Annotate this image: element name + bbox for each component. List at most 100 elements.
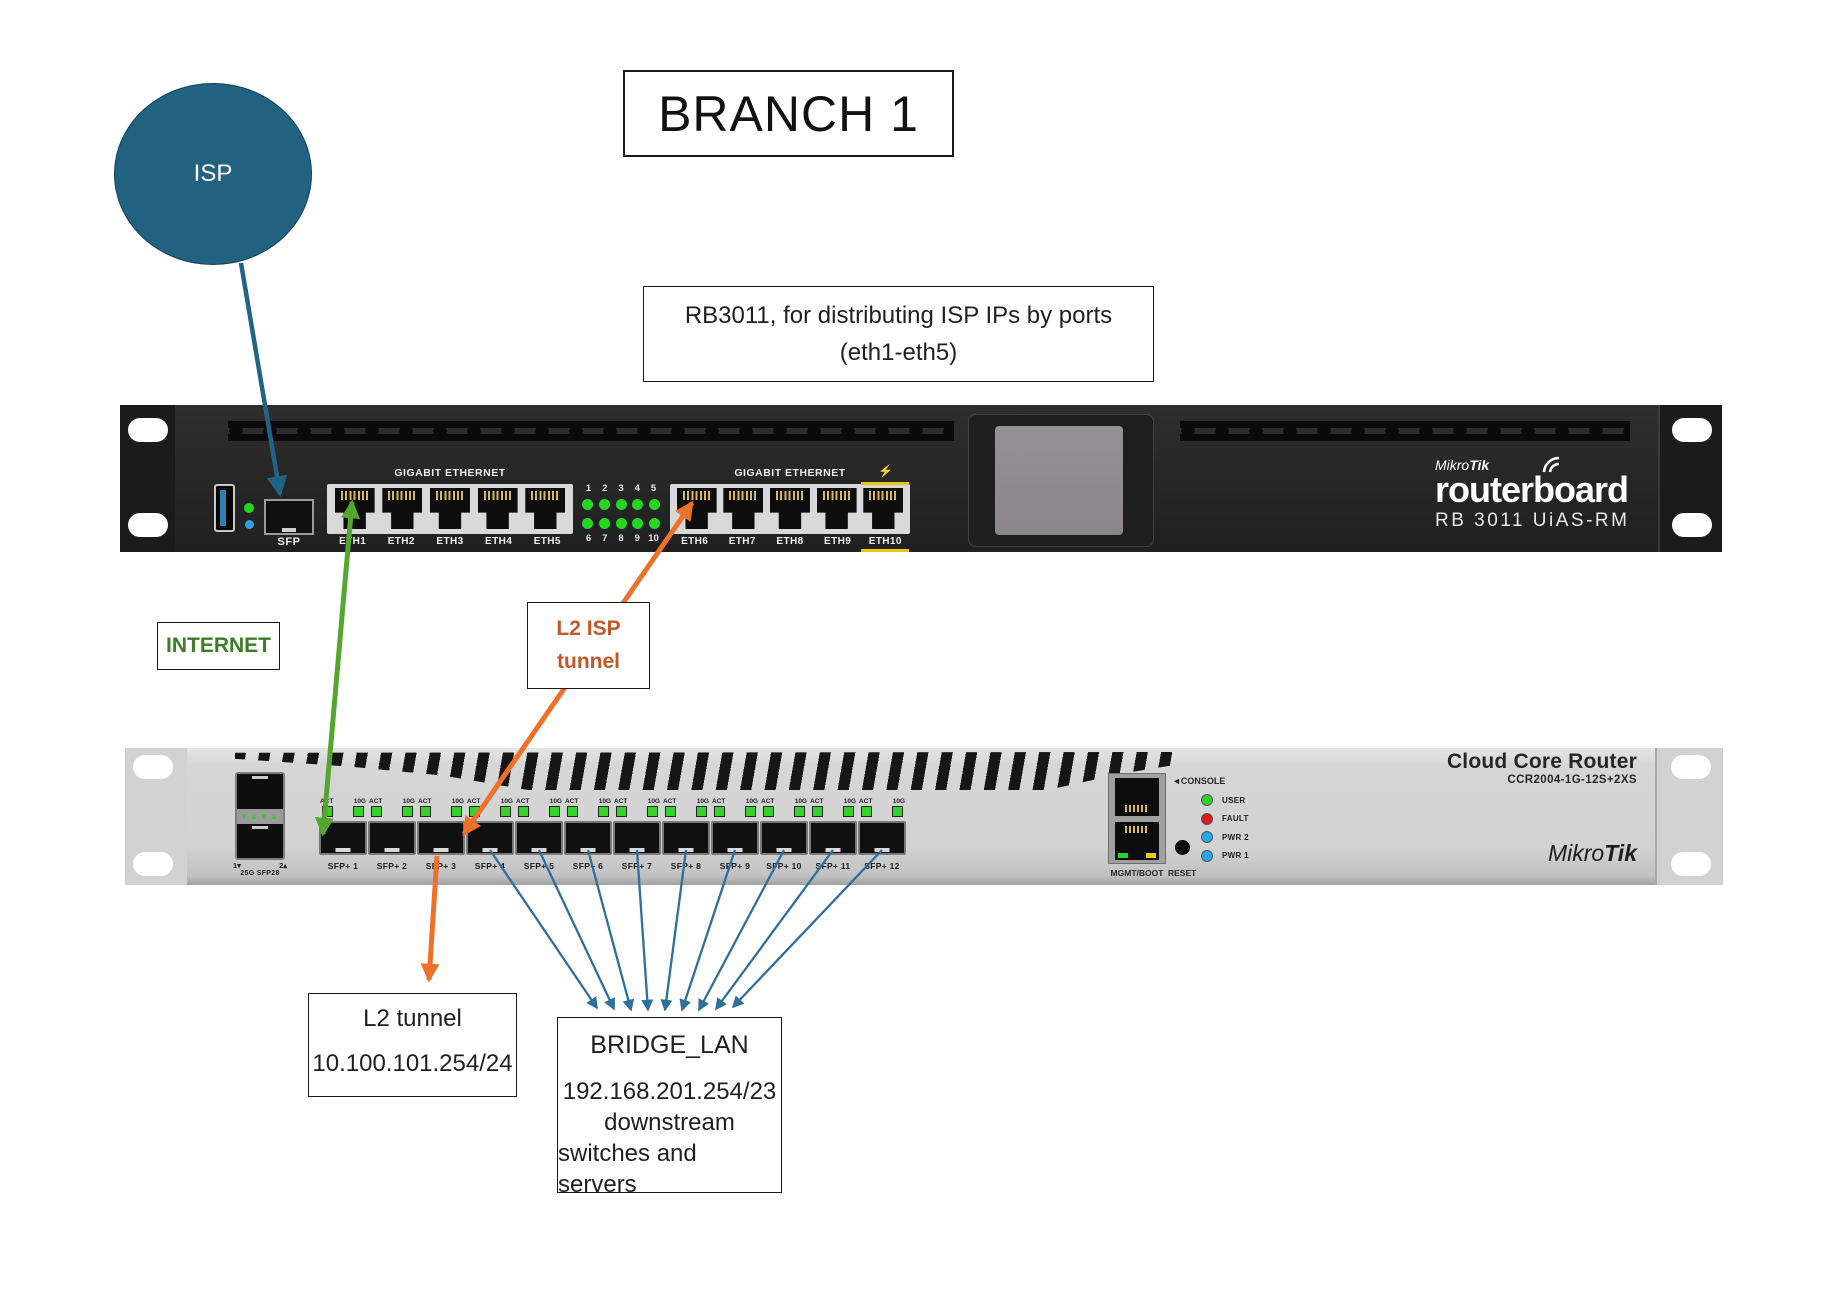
sfp28-port-1 <box>237 774 283 809</box>
routerboard-logo: routerboard <box>1435 469 1629 510</box>
sfp-port <box>264 499 314 535</box>
l2-isp-tunnel-label-box[interactable]: L2 ISP tunnel <box>527 602 650 689</box>
eth6-10-port-block <box>670 484 910 534</box>
status-led-blue <box>245 520 254 529</box>
note-line-2: (eth1-eth5) <box>839 338 958 366</box>
rb3011-note-box[interactable]: RB3011, for distributing ISP IPs by port… <box>643 286 1154 382</box>
note-line-1: RB3011, for distributing ISP IPs by port… <box>684 301 1113 329</box>
sfp9-to-bridge-arrow[interactable] <box>679 849 737 1012</box>
fault-led <box>1201 812 1213 825</box>
rack-hole <box>133 852 173 876</box>
mikrotik-logo: MikroTik <box>1435 457 1490 473</box>
mgmt-boot-label: MGMT/BOOT <box>1110 868 1164 878</box>
reset-label: RESET <box>1168 868 1197 878</box>
usb-port <box>214 484 235 532</box>
pwr1-led <box>1201 849 1213 862</box>
l2-isp-line2: tunnel <box>557 650 620 673</box>
sfp-plus-port-2 <box>368 821 416 855</box>
rack-hole <box>133 755 173 779</box>
rack-ear-right <box>1655 748 1723 885</box>
sfp4-to-bridge-arrow[interactable] <box>489 849 598 1010</box>
rack-hole <box>1672 418 1712 442</box>
bridge-lan-box[interactable]: BRIDGE_LAN 192.168.201.254/23 downstream… <box>557 1017 782 1198</box>
isp-label: ISP <box>193 160 233 187</box>
mgmt-boot-port <box>1108 773 1166 864</box>
sfp3-to-l2tunnel-arrow[interactable] <box>420 855 440 983</box>
console-label: ◄CONSOLE <box>1172 776 1226 786</box>
sfp7-to-bridge-arrow[interactable] <box>635 849 654 1012</box>
activity-led-green <box>244 503 254 513</box>
sfp-plus-port-12 <box>858 821 906 855</box>
sfp28-cage: ▼▲▼▲ <box>235 772 285 860</box>
l2-tunnel-ip: 10.100.101.254/24 <box>312 1050 513 1077</box>
rack-hole <box>1671 755 1711 779</box>
rack-hole <box>128 513 168 537</box>
rb-model-label: RB 3011 UiAS-RM <box>1435 510 1630 531</box>
rj45-upper <box>1115 778 1159 816</box>
internet-label-box[interactable]: INTERNET <box>157 622 280 670</box>
sfp11-to-bridge-arrow[interactable] <box>715 849 834 1011</box>
branch-title-box[interactable]: BRANCH 1 <box>623 70 954 157</box>
ccr-model-label: CCR2004-1G-12S+2XS <box>1507 774 1637 786</box>
eth1-to-sfp1-internet-arrow[interactable] <box>314 499 361 837</box>
sfp28-indicator-band: ▼▲▼▲ <box>237 808 283 824</box>
signal-swoosh-icon <box>1542 456 1560 473</box>
sfp-plus-port-3 <box>417 821 465 855</box>
l2-tunnel-box[interactable]: L2 tunnel 10.100.101.254/24 <box>308 993 517 1097</box>
sfp-port-label: SFP <box>277 536 301 548</box>
reset-button <box>1175 840 1190 855</box>
pwr2-led <box>1201 831 1213 843</box>
bridge-lan-line3: downstream <box>604 1109 735 1136</box>
sfp-plus-port-9 <box>711 821 759 855</box>
rack-hole <box>128 418 168 442</box>
user-led <box>1201 794 1213 806</box>
vent-grille <box>1180 419 1630 443</box>
sfp5-to-bridge-arrow[interactable] <box>537 849 616 1011</box>
sfp28-port-2 <box>237 823 283 858</box>
sfp-plus-port-11 <box>809 821 857 855</box>
rb3011-branding: MikroTik routerboard RB 3011 UiAS-RM <box>1435 455 1650 532</box>
ccr-title: Cloud Core Router <box>1446 750 1637 773</box>
sfp28-caption: 1▾2▴ 25G SFP28 <box>233 861 287 877</box>
l2-isp-line1: L2 ISP <box>556 617 621 640</box>
lcd-screen <box>995 426 1123 535</box>
bridge-lan-line4: switches and servers <box>558 1140 697 1198</box>
poe-highlight-bar <box>861 482 909 485</box>
rack-ear-left <box>125 748 189 885</box>
sfp-plus-port-10 <box>760 821 808 855</box>
rack-hole <box>1671 852 1711 876</box>
isp-cloud-ellipse[interactable]: ISP <box>114 83 312 265</box>
vent-grille <box>228 419 954 443</box>
link-led-green <box>1118 853 1128 858</box>
rj45-lower <box>1115 822 1159 860</box>
rack-ear-left <box>120 405 177 552</box>
mikrotik-logo: MikroTik <box>1547 840 1637 866</box>
status-led-panel: USER FAULT PWR 2 PWR 1 <box>1201 794 1249 862</box>
sfp6-to-bridge-arrow[interactable] <box>586 849 635 1012</box>
sfp12-to-bridge-arrow[interactable] <box>731 849 883 1009</box>
poe-highlight-bar <box>861 549 909 552</box>
rack-hole <box>1672 513 1712 537</box>
l2-tunnel-title: L2 tunnel <box>363 1005 462 1032</box>
internet-label: INTERNET <box>166 634 271 657</box>
rack-ear-right <box>1658 405 1722 552</box>
isp-to-sfp-arrow[interactable] <box>238 262 288 497</box>
bridge-lan-title: BRIDGE_LAN <box>590 1031 749 1059</box>
link-led-yellow <box>1146 853 1156 858</box>
gigabit-ethernet-label: GIGABIT ETHERNET <box>734 467 846 479</box>
bridge-lan-ip: 192.168.201.254/23 <box>562 1078 777 1105</box>
page-title: BRANCH 1 <box>658 85 919 142</box>
sfp8-to-bridge-arrow[interactable] <box>660 849 688 1012</box>
sfp10-to-bridge-arrow[interactable] <box>697 849 786 1012</box>
